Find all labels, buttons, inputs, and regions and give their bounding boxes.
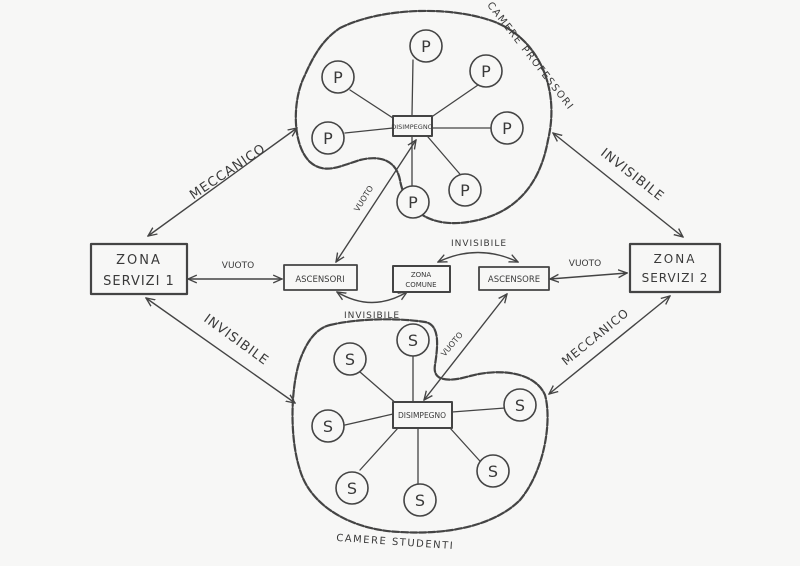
zona-servizi-2-box: ZONA SERVIZI 2 — [628, 242, 722, 294]
svg-text:P: P — [323, 129, 333, 148]
label-camere-professori: CAMERE PROFESSORI — [484, 0, 575, 112]
svg-text:ZONA: ZONA — [411, 271, 432, 279]
label-vuoto-down: VUOTO — [439, 330, 464, 358]
svg-text:COMUNE: COMUNE — [405, 281, 436, 289]
top-spokes — [344, 59, 498, 191]
svg-text:S: S — [408, 331, 418, 350]
room-p-7: P — [396, 185, 430, 219]
svg-text:ZONA: ZONA — [116, 253, 162, 268]
label-meccanico-right: MECCANICO — [559, 306, 632, 369]
student-rooms: S S S S S S S — [311, 323, 537, 517]
room-s-3: S — [311, 409, 345, 443]
svg-text:S: S — [345, 350, 355, 369]
disimpegno-top-box: DISIMPEGNO — [391, 115, 433, 137]
zona-comune-box: ZONA COMUNE — [392, 265, 451, 293]
arrow-meccanico-right — [549, 296, 670, 394]
ascensori-box: ASCENSORI — [283, 264, 358, 291]
label-invisibile-left-bottom: INVISIBILE — [201, 312, 272, 369]
svg-text:ASCENSORI: ASCENSORI — [295, 275, 344, 285]
svg-text:S: S — [488, 462, 498, 481]
arrows — [146, 128, 683, 403]
room-s-2: S — [396, 323, 430, 357]
label-camere-studenti: CAMERE STUDENTI — [336, 533, 455, 552]
room-s-1: S — [333, 342, 367, 376]
svg-text:DISIMPEGNO: DISIMPEGNO — [391, 123, 433, 131]
professors-area-outline — [294, 9, 553, 225]
professor-rooms: P P P P P P P — [311, 29, 524, 219]
room-p-2: P — [321, 60, 355, 94]
room-s-5: S — [335, 471, 369, 505]
room-p-6: P — [448, 173, 482, 207]
arrow-vuoto-down — [424, 294, 507, 400]
label-vuoto-right: VUOTO — [569, 259, 601, 269]
arrow-vuoto-up — [336, 140, 416, 262]
svg-text:P: P — [481, 62, 491, 81]
label-invisibile-bottom-mid: INVISIBILE — [344, 311, 400, 321]
svg-text:SERVIZI 2: SERVIZI 2 — [642, 271, 709, 285]
room-p-4: P — [311, 121, 345, 155]
zona-servizi-1-box: ZONA SERVIZI 1 — [89, 242, 189, 296]
arrow-vuoto-right — [550, 273, 627, 279]
svg-text:S: S — [515, 396, 525, 415]
svg-text:ASCENSORE: ASCENSORE — [488, 275, 540, 285]
arrow-invisibile-left-bottom — [146, 298, 295, 403]
room-p-3: P — [469, 54, 503, 88]
ascensore-box: ASCENSORE — [478, 266, 550, 291]
arrow-invisibile-right-top — [553, 133, 683, 237]
room-p-5: P — [490, 111, 524, 145]
label-meccanico-left: MECCANICO — [187, 141, 269, 203]
label-vuoto-up: VUOTO — [352, 184, 375, 213]
disimpegno-bottom-box: DISIMPEGNO — [392, 401, 453, 429]
svg-text:ZONA: ZONA — [654, 252, 697, 266]
svg-text:P: P — [408, 193, 418, 212]
svg-text:S: S — [415, 491, 425, 510]
room-p-1: P — [409, 29, 443, 63]
arrow-meccanico-left — [148, 128, 297, 236]
room-s-6: S — [476, 454, 510, 488]
room-s-7: S — [403, 483, 437, 517]
svg-text:DISIMPEGNO: DISIMPEGNO — [398, 411, 446, 420]
svg-text:SERVIZI 1: SERVIZI 1 — [103, 274, 175, 289]
svg-text:P: P — [421, 37, 431, 56]
bottom-spokes — [344, 354, 506, 491]
svg-text:P: P — [333, 68, 343, 87]
svg-text:P: P — [502, 119, 512, 138]
svg-text:P: P — [460, 181, 470, 200]
label-vuoto-left: VUOTO — [222, 261, 254, 271]
svg-text:S: S — [347, 479, 357, 498]
room-s-4: S — [503, 388, 537, 422]
label-invisibile-top-mid: INVISIBILE — [451, 239, 507, 249]
arrow-invisibile-bottom-mid — [337, 292, 407, 304]
arrow-invisibile-top-mid — [438, 251, 518, 263]
svg-text:S: S — [323, 417, 333, 436]
